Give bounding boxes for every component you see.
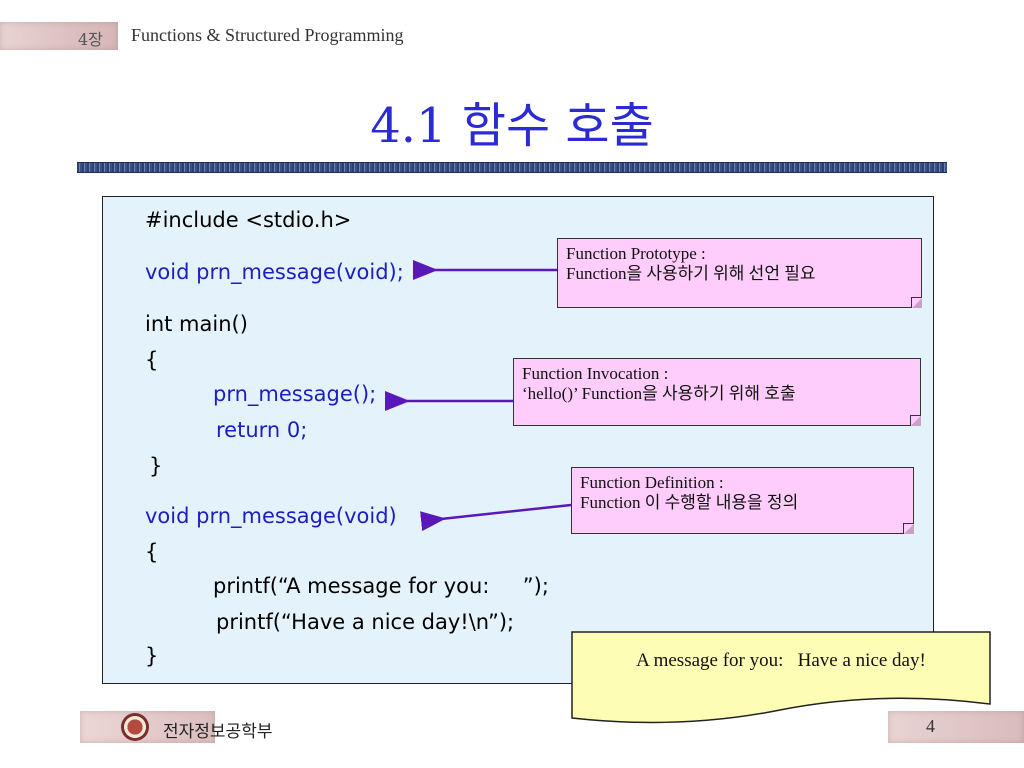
chapter-title: Functions & Structured Programming (131, 25, 404, 45)
code-line-main: int main() (145, 312, 248, 336)
code-line-include: #include <stdio.h> (145, 208, 352, 232)
footer-right-band (888, 711, 1024, 743)
code-line-definition: void prn_message(void) (145, 504, 397, 528)
title-divider (77, 162, 947, 173)
page-number: 4 (926, 716, 935, 736)
program-output: A message for you: Have a nice day! (636, 650, 926, 671)
code-line-printf-2: printf(“Have a nice day!\n”); (216, 610, 515, 634)
prototype-callout: Function Prototype : Function을 사용하기 위해 선… (557, 238, 922, 308)
page-fold (903, 523, 914, 534)
slide-title: 4.1 함수 호출 (370, 98, 654, 154)
output-box-shape (571, 631, 991, 724)
code-line-close-brace: } (149, 454, 163, 478)
definition-callout-title: Function Definition : (580, 473, 724, 492)
definition-callout: Function Definition : Function 이 수행할 내용을… (571, 467, 914, 534)
code-line-def-close-brace: } (145, 644, 159, 668)
invocation-callout-body: ‘hello()’ Function을 사용하기 위해 호출 (522, 384, 796, 403)
code-line-invocation: prn_message(); (213, 382, 377, 406)
code-line-open-brace: { (145, 348, 159, 372)
prototype-callout-body: Function을 사용하기 위해 선언 필요 (566, 264, 816, 283)
department-name: 전자정보공학부 (163, 722, 273, 742)
definition-arrow (420, 503, 572, 532)
university-logo-icon (121, 713, 149, 741)
chapter-number: 4장 (78, 30, 103, 49)
page-fold (910, 415, 921, 426)
code-line-return: return 0; (216, 418, 308, 442)
prototype-callout-title: Function Prototype : (566, 244, 706, 263)
invocation-callout: Function Invocation : ‘hello()’ Function… (513, 358, 921, 426)
code-line-printf-1: printf(“A message for you: ”); (213, 574, 549, 598)
code-line-def-open-brace: { (145, 540, 159, 564)
invocation-callout-title: Function Invocation : (522, 364, 669, 383)
chapter-tab (0, 22, 118, 50)
definition-callout-body: Function 이 수행할 내용을 정의 (580, 493, 799, 512)
code-line-prototype: void prn_message(void); (145, 260, 404, 284)
page-fold (911, 297, 922, 308)
